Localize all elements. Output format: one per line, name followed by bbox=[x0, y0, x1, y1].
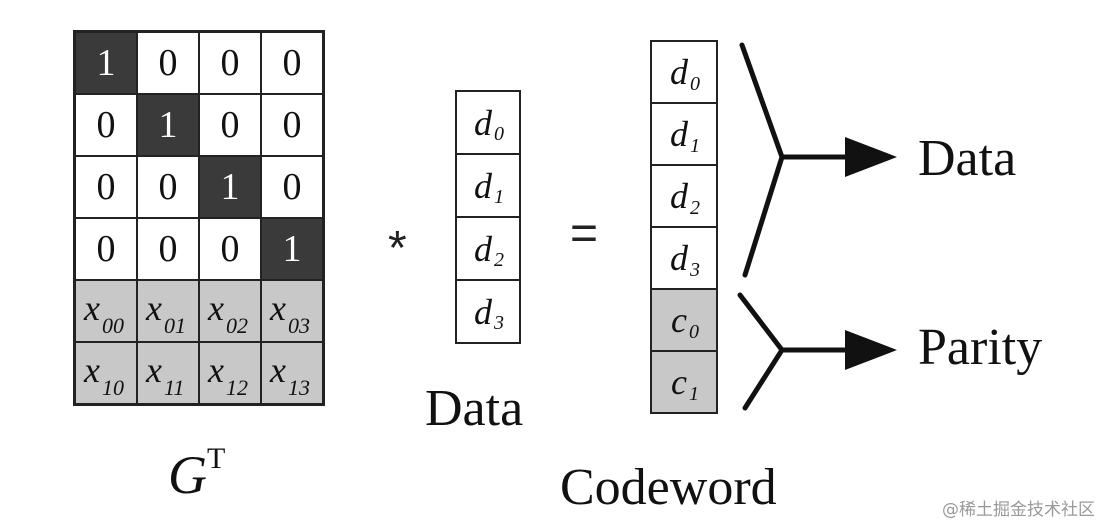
parity-arrow-head bbox=[845, 330, 897, 370]
entry-subscript: 3 bbox=[494, 312, 504, 334]
entry-base: d bbox=[474, 102, 492, 143]
coef-base: x bbox=[146, 350, 162, 390]
matrix-cell: 0 bbox=[199, 32, 261, 94]
entry-base: c bbox=[671, 300, 687, 340]
entry-subscript: 1 bbox=[688, 382, 699, 405]
coef-subscript: 03 bbox=[287, 313, 310, 338]
data-vector-label: Data bbox=[425, 380, 524, 437]
matrix-cell: 0 bbox=[75, 94, 137, 156]
coef-subscript: 01 bbox=[163, 313, 186, 338]
output-data-label: Data bbox=[918, 130, 1017, 187]
entry-subscript: 0 bbox=[690, 72, 700, 95]
entry-base: d bbox=[670, 52, 688, 92]
coef-subscript: 13 bbox=[287, 375, 310, 400]
matrix-cell: 0 bbox=[137, 156, 199, 218]
matrix-cell: 0 bbox=[75, 156, 137, 218]
watermark: @稀土掘金技术社区 bbox=[942, 500, 1095, 520]
matrix-cell: 0 bbox=[199, 94, 261, 156]
matrix-cell: 0 bbox=[137, 218, 199, 280]
coef-base: x bbox=[270, 288, 286, 328]
matrix-cell: 0 bbox=[75, 218, 137, 280]
coef-base: x bbox=[84, 350, 100, 390]
matrix-label-base: G bbox=[168, 445, 207, 505]
entry-base: d bbox=[670, 176, 688, 216]
coef-subscript: 02 bbox=[225, 313, 248, 338]
entry-subscript: 2 bbox=[690, 196, 700, 219]
multiply-operator: * bbox=[388, 222, 407, 275]
coef-base: x bbox=[208, 350, 224, 390]
entry-subscript: 0 bbox=[494, 123, 504, 145]
matrix-cell: 0 bbox=[137, 32, 199, 94]
matrix-cell: 0 bbox=[199, 218, 261, 280]
entry-subscript: 0 bbox=[688, 320, 699, 343]
matrix-cell: 0 bbox=[261, 32, 323, 94]
entry-subscript: 1 bbox=[494, 186, 504, 208]
entry-base: c bbox=[671, 362, 687, 402]
entry-subscript: 3 bbox=[690, 258, 700, 281]
parity-bracket bbox=[737, 292, 786, 411]
entry-base: d bbox=[670, 238, 688, 278]
coef-base: x bbox=[270, 350, 286, 390]
output-parity-label: Parity bbox=[918, 319, 1043, 376]
matrix-label-superscript: T bbox=[207, 442, 226, 475]
coef-subscript: 11 bbox=[163, 375, 185, 400]
matrix-cell: 1 bbox=[261, 218, 323, 280]
matrix-cell: 0 bbox=[261, 94, 323, 156]
entry-base: d bbox=[474, 291, 492, 332]
matrix-cell: 1 bbox=[75, 32, 137, 94]
coef-subscript: 00 bbox=[101, 313, 124, 338]
entry-base: d bbox=[474, 228, 492, 269]
matrix-cell: 1 bbox=[199, 156, 261, 218]
entry-subscript: 1 bbox=[690, 134, 700, 157]
coef-base: x bbox=[84, 288, 100, 328]
data-arrow-head bbox=[845, 137, 897, 177]
codeword-label: Codeword bbox=[560, 459, 777, 516]
coef-subscript: 10 bbox=[101, 375, 124, 400]
matrix-cell: 0 bbox=[261, 156, 323, 218]
coef-subscript: 12 bbox=[225, 375, 248, 400]
entry-base: d bbox=[474, 165, 492, 206]
entry-subscript: 2 bbox=[494, 249, 504, 271]
coef-base: x bbox=[146, 288, 162, 328]
generator-matrix-label: GT bbox=[168, 444, 225, 505]
matrix-cell: 1 bbox=[137, 94, 199, 156]
data-bracket bbox=[739, 42, 785, 278]
coef-base: x bbox=[208, 288, 224, 328]
entry-base: d bbox=[670, 114, 688, 154]
equals-operator: = bbox=[570, 207, 599, 260]
